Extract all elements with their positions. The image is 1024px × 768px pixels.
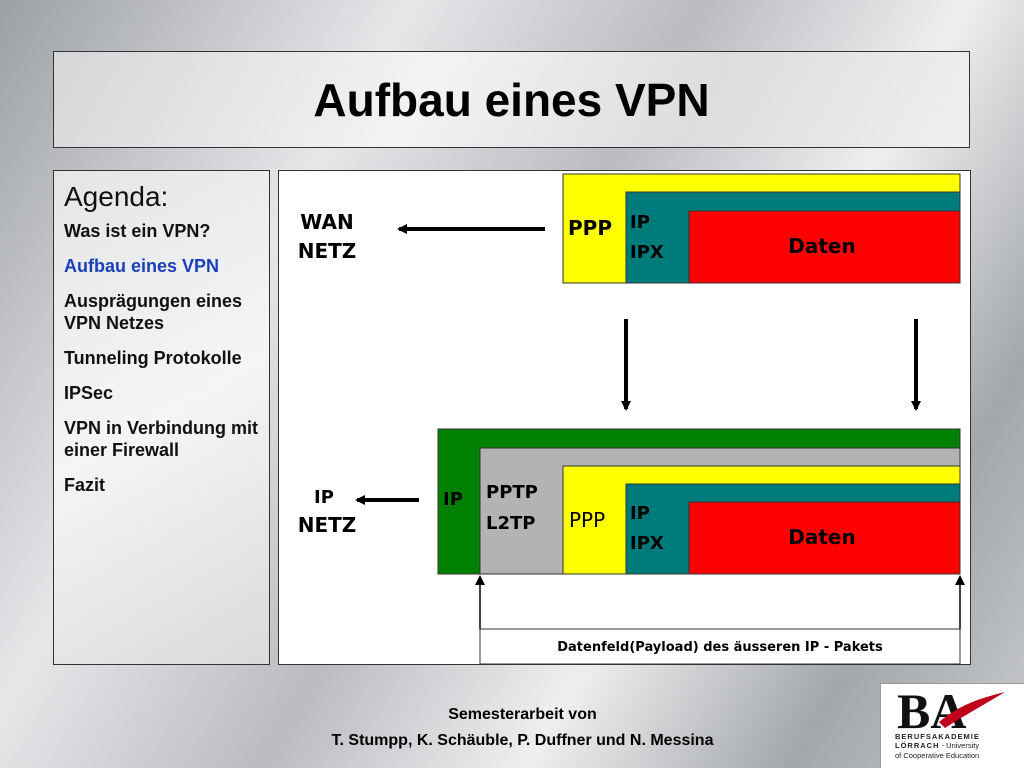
bottom-pptp-label: PPTP [486, 482, 538, 503]
footer-authors: T. Stumpp, K. Schäuble, P. Duffner und N… [331, 731, 714, 749]
bottom-daten-label: Daten [788, 525, 855, 549]
agenda-item-firewall[interactable]: VPN in Verbindung mit einer Firewall [64, 417, 259, 460]
ba-logo-mark: BA [897, 684, 1005, 734]
agenda-item-aufbau[interactable]: Aufbau eines VPN [64, 255, 220, 276]
agenda-item-tunneling[interactable]: Tunneling Protokolle [64, 347, 242, 368]
logo-line2b: - University [939, 741, 980, 751]
wan-label: WAN [300, 210, 353, 234]
vpn-diagram: PPP IP IPX Daten WAN NETZ IP PPTP L2TP P… [278, 170, 971, 665]
ba-logo: BA BERUFSAKADEMIE LÖRRACH - University o… [880, 683, 1024, 768]
top-ipx-label: IPX [630, 242, 664, 263]
agenda-item-auspraegungen[interactable]: Ausprägungen eines VPN Netzes [64, 290, 243, 333]
logo-line2a: LÖRRACH [895, 741, 940, 751]
payload-caption: Datenfeld(Payload) des äusseren IP - Pak… [557, 640, 883, 655]
agenda-item-was-ist-vpn[interactable]: Was ist ein VPN? [64, 221, 211, 241]
vpn-diagram-svg: PPP IP IPX Daten WAN NETZ IP PPTP L2TP P… [298, 173, 965, 664]
bottom-daten-box [688, 501, 961, 575]
wan-netz-label: NETZ [298, 239, 357, 263]
bottom-ip-label: IP [630, 503, 650, 524]
top-ppp-label: PPP [568, 216, 612, 240]
logo-swoosh [939, 692, 1005, 728]
footer-line1: Semesterarbeit von [448, 706, 597, 723]
title-box: Aufbau eines VPN [53, 51, 970, 148]
logo-line3: of Cooperative Education [895, 750, 980, 760]
ip-net-label: IP [314, 487, 334, 508]
agenda-panel: Agenda: Was ist ein VPN? Aufbau eines VP… [53, 170, 270, 665]
logo-letters: BA [897, 684, 966, 734]
bottom-l2tp-label: L2TP [486, 513, 535, 534]
top-daten-box [688, 210, 961, 284]
agenda-item-fazit[interactable]: Fazit [64, 474, 106, 495]
agenda-item-ipsec[interactable]: IPSec [64, 382, 114, 403]
ip-netz-label: NETZ [298, 513, 357, 537]
bottom-ipx-label: IPX [630, 533, 664, 554]
payload-caption-box [479, 628, 961, 664]
footer: Semesterarbeit von T. Stumpp, K. Schäubl… [270, 702, 775, 753]
top-daten-label: Daten [788, 234, 855, 258]
logo-text: BERUFSAKADEMIE LÖRRACH - University of C… [895, 732, 1023, 760]
bottom-outer-ip-label: IP [443, 489, 463, 510]
top-ip-label: IP [630, 212, 650, 233]
logo-line1: BERUFSAKADEMIE [895, 732, 980, 741]
bottom-ppp-label: PPP [569, 508, 605, 532]
slide-title: Aufbau eines VPN [313, 73, 710, 126]
agenda-heading: Agenda: [64, 181, 169, 212]
